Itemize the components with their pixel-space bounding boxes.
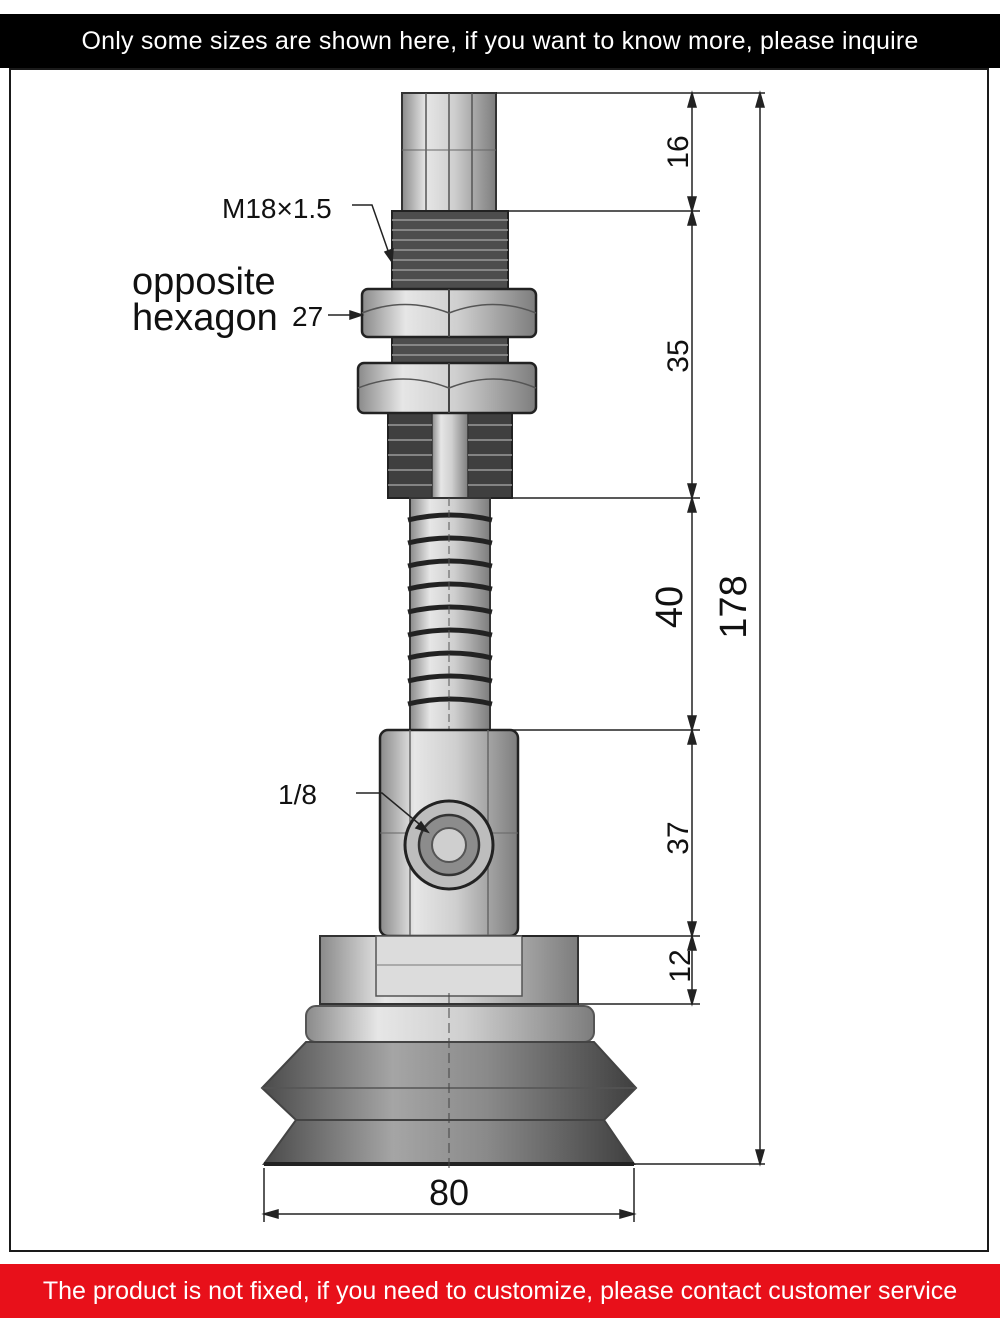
top-banner: Only some sizes are shown here, if you w…: [0, 14, 1000, 68]
dim-cup-diameter: 80: [429, 1172, 469, 1213]
dim-total: 178: [713, 575, 755, 638]
dimension-lines: [261, 90, 765, 1219]
port-label: 1/8: [278, 779, 317, 810]
dim-thread-len: 35: [662, 339, 695, 372]
leader-lines: [328, 204, 430, 834]
thread-label: M18×1.5: [222, 193, 332, 224]
dim-body-len: 37: [662, 821, 695, 854]
bottom-banner-text: The product is not fixed, if you need to…: [42, 1276, 958, 1305]
top-hex-stem: [401, 92, 497, 212]
rubber-bellows-cup: [260, 1005, 638, 1166]
top-banner-text: Only some sizes are shown here, if you w…: [81, 26, 919, 55]
dim-spring-len: 40: [649, 586, 691, 628]
bottom-banner: The product is not fixed, if you need to…: [0, 1264, 1000, 1318]
spring-rod: [407, 497, 493, 731]
threaded-rod: [387, 210, 513, 499]
base-flange: [319, 935, 579, 1005]
dim-top: 16: [662, 135, 695, 168]
hex-size-label: 27: [292, 301, 323, 332]
hex-nut-lower: [356, 361, 538, 415]
port-body: [378, 728, 520, 938]
hex-label-line1: opposite: [132, 261, 276, 303]
hex-label-line2: hexagon: [132, 297, 278, 339]
dim-base-len: 12: [664, 949, 697, 982]
hex-nut-upper: [360, 287, 538, 339]
extension-lines: [263, 92, 765, 1222]
